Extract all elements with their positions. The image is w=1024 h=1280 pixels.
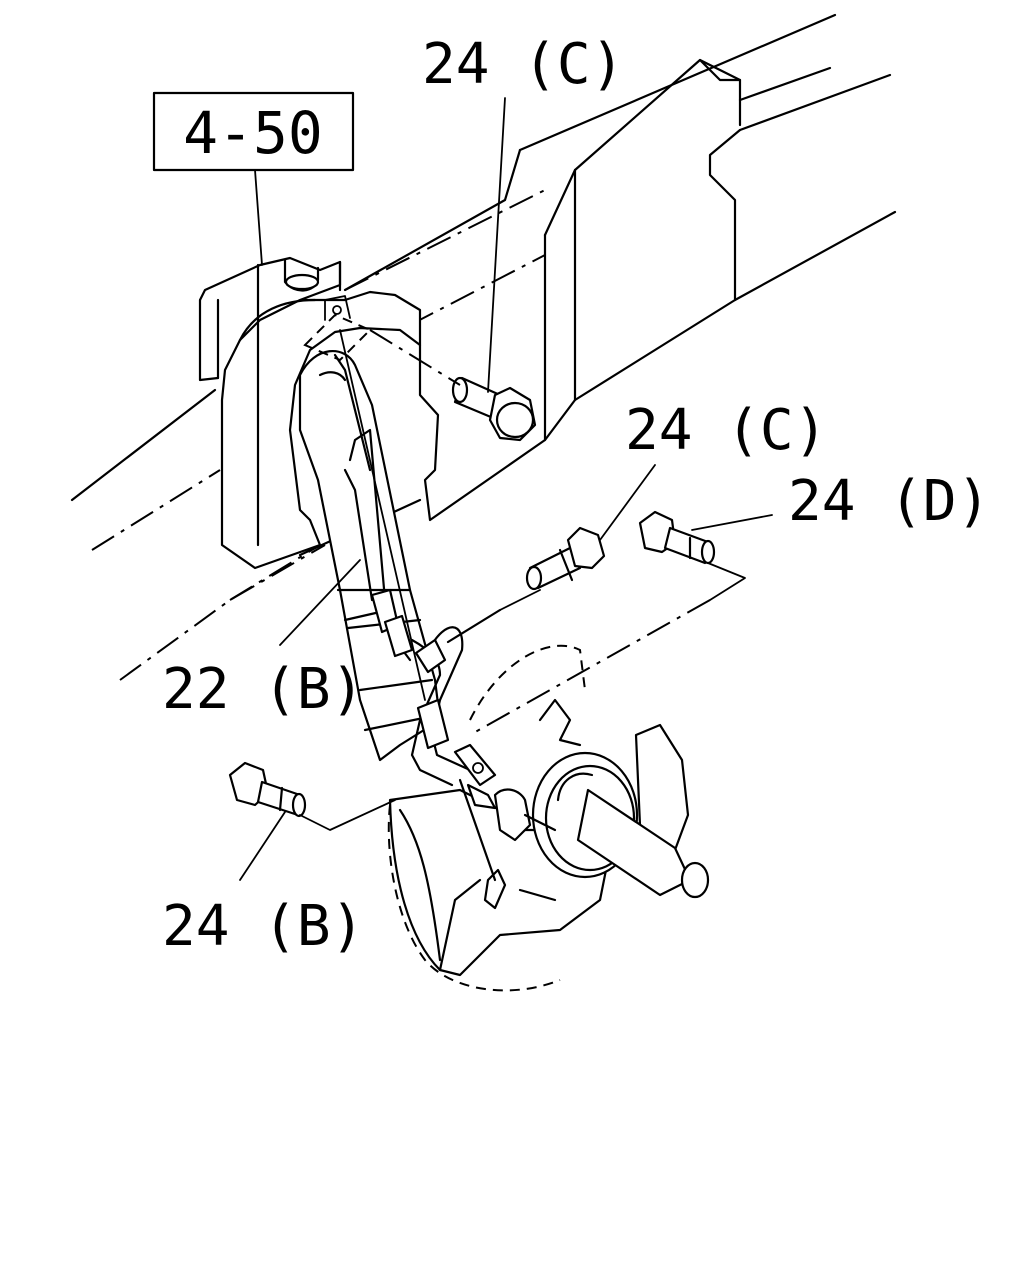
brake-hose bbox=[343, 428, 502, 787]
reference-leader bbox=[254, 169, 263, 266]
bolt-24b bbox=[228, 761, 396, 831]
callout-24c-top: 24 (C) bbox=[422, 32, 624, 97]
leader-lines bbox=[239, 97, 773, 881]
callout-24b: 24 (B) bbox=[162, 894, 364, 959]
bolt-24c-upper bbox=[369, 329, 537, 442]
callout-24d: 24 (D) bbox=[788, 469, 990, 534]
spring-hanger-bracket bbox=[198, 256, 422, 570]
callout-22b: 22 (B) bbox=[162, 657, 364, 722]
bracket-tab bbox=[324, 295, 351, 321]
bolt-24d bbox=[469, 510, 746, 736]
bolt-24c-middle bbox=[525, 526, 606, 591]
reference-box: 4-50 bbox=[152, 91, 355, 172]
frame-rail bbox=[343, 13, 897, 522]
reference-box-label: 4-50 bbox=[183, 99, 323, 167]
callout-24c-middle: 24 (C) bbox=[625, 398, 827, 463]
hub-spindle bbox=[531, 751, 710, 899]
sensor-bracket bbox=[453, 743, 557, 910]
pivot-line bbox=[339, 329, 426, 701]
bracket-hole bbox=[332, 305, 342, 315]
